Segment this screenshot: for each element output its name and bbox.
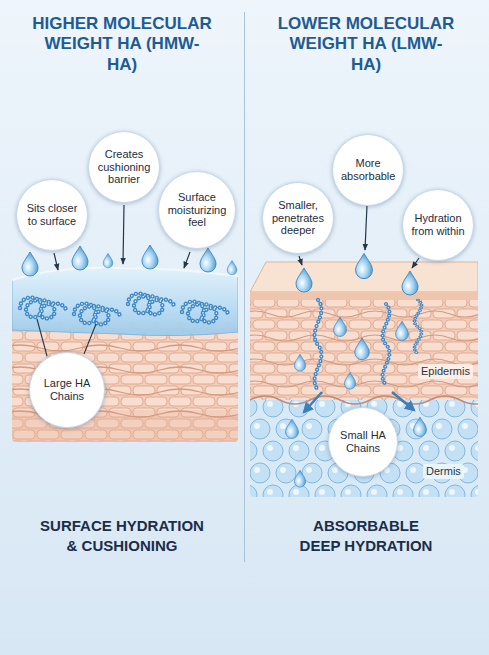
skin-layer-line	[250, 381, 478, 387]
skin-surface-edge	[250, 292, 478, 300]
callout-text: Creates cushioning barrier	[97, 148, 151, 186]
large-ha-chain	[128, 294, 174, 315]
callout-circle: Large HA Chains	[29, 352, 105, 428]
penetration-arrow	[304, 392, 322, 412]
lmw-skin-block	[250, 262, 478, 497]
water-droplet	[402, 271, 418, 295]
callout-body: More absorbable	[341, 157, 395, 182]
large-ha-chain	[20, 298, 66, 319]
penetration-arrow	[392, 392, 414, 410]
leader-arrow	[365, 205, 367, 250]
leader-arrow	[123, 205, 124, 264]
callout-body: Sits closer to surface	[25, 202, 79, 227]
callout-text: Surface moisturizing feel	[168, 191, 227, 229]
callout-body: Smaller, penetrates deeper	[271, 199, 325, 237]
divider-line	[244, 12, 245, 562]
callout-text: More absorbable	[341, 157, 395, 182]
callout-circle: More absorbable	[332, 134, 404, 206]
water-droplet	[200, 248, 216, 272]
dermis-cells	[250, 398, 478, 497]
callout-body: Creates cushioning barrier	[97, 148, 151, 186]
callout-body: Large HA Chains	[39, 377, 96, 402]
water-droplet	[355, 338, 369, 360]
skin-layer-line	[250, 311, 478, 317]
large-ha-chain	[182, 302, 228, 323]
callout-circle: Smaller, penetrates deeper	[262, 182, 334, 254]
callout-body: Hydration from within	[411, 212, 465, 237]
water-droplet	[296, 268, 312, 292]
small-ha-chain	[415, 300, 422, 354]
callout-circle: Hydration from within	[402, 189, 474, 261]
water-droplet	[294, 354, 305, 371]
callout-body: Small HA Chains	[337, 429, 390, 454]
leader-line	[37, 319, 47, 356]
water-droplet	[22, 252, 38, 276]
small-ha-chain	[383, 304, 390, 385]
water-droplet	[294, 470, 305, 487]
callout-text: Smaller, penetrates deeper	[271, 199, 325, 237]
small-ha-chain	[315, 300, 322, 390]
callout-circle: Surface moisturizing feel	[158, 171, 236, 249]
callout-body: Surface moisturizing feel	[168, 191, 227, 229]
callout-text: Hydration from within	[411, 212, 465, 237]
dermis-boundary	[250, 396, 478, 404]
water-droplet	[286, 419, 299, 438]
water-droplet	[334, 317, 347, 336]
leader-line	[84, 324, 96, 354]
water-droplet	[344, 372, 355, 389]
water-droplet	[356, 253, 373, 278]
layer-label: Dermis	[423, 464, 464, 479]
callout-text: Small HA Chains	[337, 429, 390, 454]
layer-label: Epidermis	[418, 364, 473, 379]
skin-cells	[12, 322, 238, 442]
callout-text: Large HA Chains	[39, 377, 96, 402]
epidermis-cells	[250, 292, 478, 400]
leader-arrow	[299, 256, 302, 265]
large-ha-chain	[74, 304, 120, 325]
water-droplet	[396, 321, 409, 340]
water-droplet	[414, 417, 427, 436]
column-caption: SURFACE HYDRATION & CUSHIONING	[36, 516, 208, 555]
water-droplet	[227, 260, 237, 274]
column-caption: ABSORBABLE DEEP HYDRATION	[295, 516, 437, 555]
water-droplet	[142, 245, 158, 269]
callout-circle: Creates cushioning barrier	[88, 131, 160, 203]
leader-arrow	[54, 253, 58, 270]
ha-gel-layer	[12, 268, 238, 336]
callout-text: Sits closer to surface	[25, 202, 79, 227]
column-heading: LOWER MOLECULAR WEIGHT HA (LMW-HA)	[276, 14, 457, 75]
water-droplet	[72, 246, 88, 270]
hmw-skin-block	[12, 268, 238, 442]
water-droplet	[103, 253, 113, 267]
callout-circle: Small HA Chains	[328, 407, 398, 477]
callout-circle: Sits closer to surface	[16, 179, 88, 251]
leader-arrow	[184, 252, 190, 268]
column-heading: HIGHER MOLECULAR WEIGHT HA (HMW-HA)	[31, 14, 213, 75]
leader-arrow	[412, 258, 419, 268]
skin-layer-line	[250, 335, 478, 341]
